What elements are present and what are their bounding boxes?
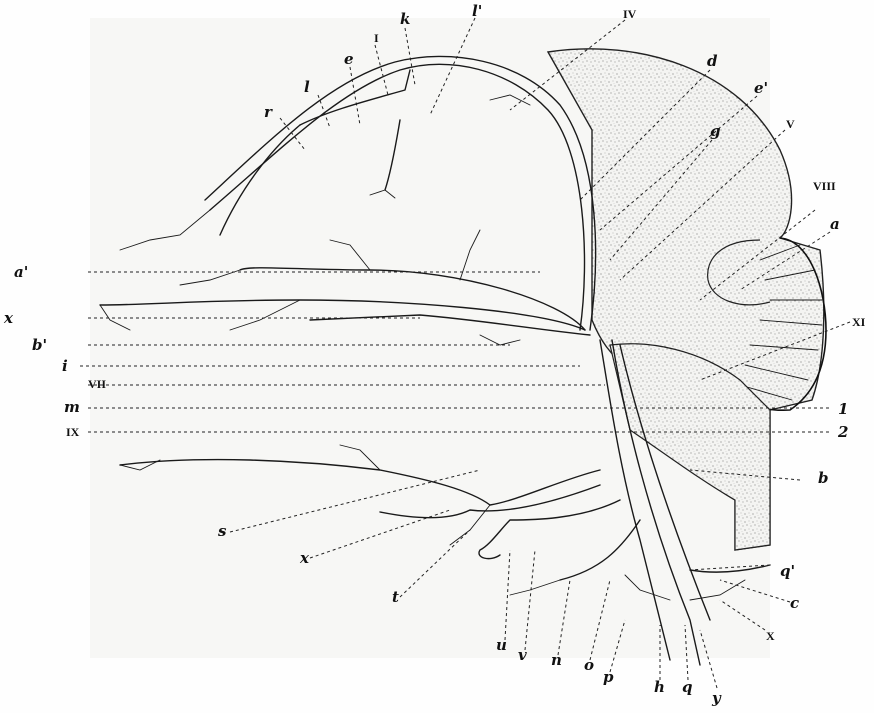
label-l: l — [304, 78, 310, 96]
label-IX: IX — [66, 425, 80, 439]
label-k: k — [400, 10, 410, 28]
label-p: p — [603, 668, 614, 686]
label-s: s — [218, 522, 227, 540]
label-y: y — [711, 689, 722, 707]
label-r: r — [264, 103, 273, 121]
label-a-prime: a' — [14, 263, 28, 281]
label-e: e — [344, 50, 354, 68]
label-x-upper: x — [3, 309, 14, 327]
label-x-lower: x — [299, 549, 310, 567]
label-IV: IV — [623, 7, 637, 21]
label-b-prime: b' — [32, 336, 47, 354]
label-q-prime: q' — [780, 562, 795, 580]
label-u: u — [496, 636, 507, 654]
label-h: h — [654, 678, 665, 696]
label-e-prime: e' — [754, 79, 768, 97]
label-n: n — [551, 651, 562, 669]
label-b: b — [818, 469, 829, 487]
label-q: q — [682, 678, 693, 696]
label-t: t — [392, 588, 399, 606]
label-m: m — [64, 398, 80, 416]
label-l-prime: l' — [472, 2, 482, 20]
label-1: 1 — [838, 400, 848, 418]
label-i: i — [62, 357, 68, 375]
label-a: a — [830, 215, 840, 233]
label-g: g — [710, 122, 721, 140]
label-I: I — [374, 31, 379, 45]
label-2: 2 — [837, 423, 848, 441]
label-VII: VII — [88, 377, 106, 391]
label-VIII: VIII — [813, 179, 836, 193]
label-XI: XI — [852, 315, 866, 329]
label-c: c — [790, 594, 799, 612]
label-o: o — [584, 656, 594, 674]
label-d: d — [707, 52, 718, 70]
label-X: X — [766, 629, 775, 643]
label-V: V — [786, 117, 795, 131]
label-v: v — [518, 646, 527, 664]
